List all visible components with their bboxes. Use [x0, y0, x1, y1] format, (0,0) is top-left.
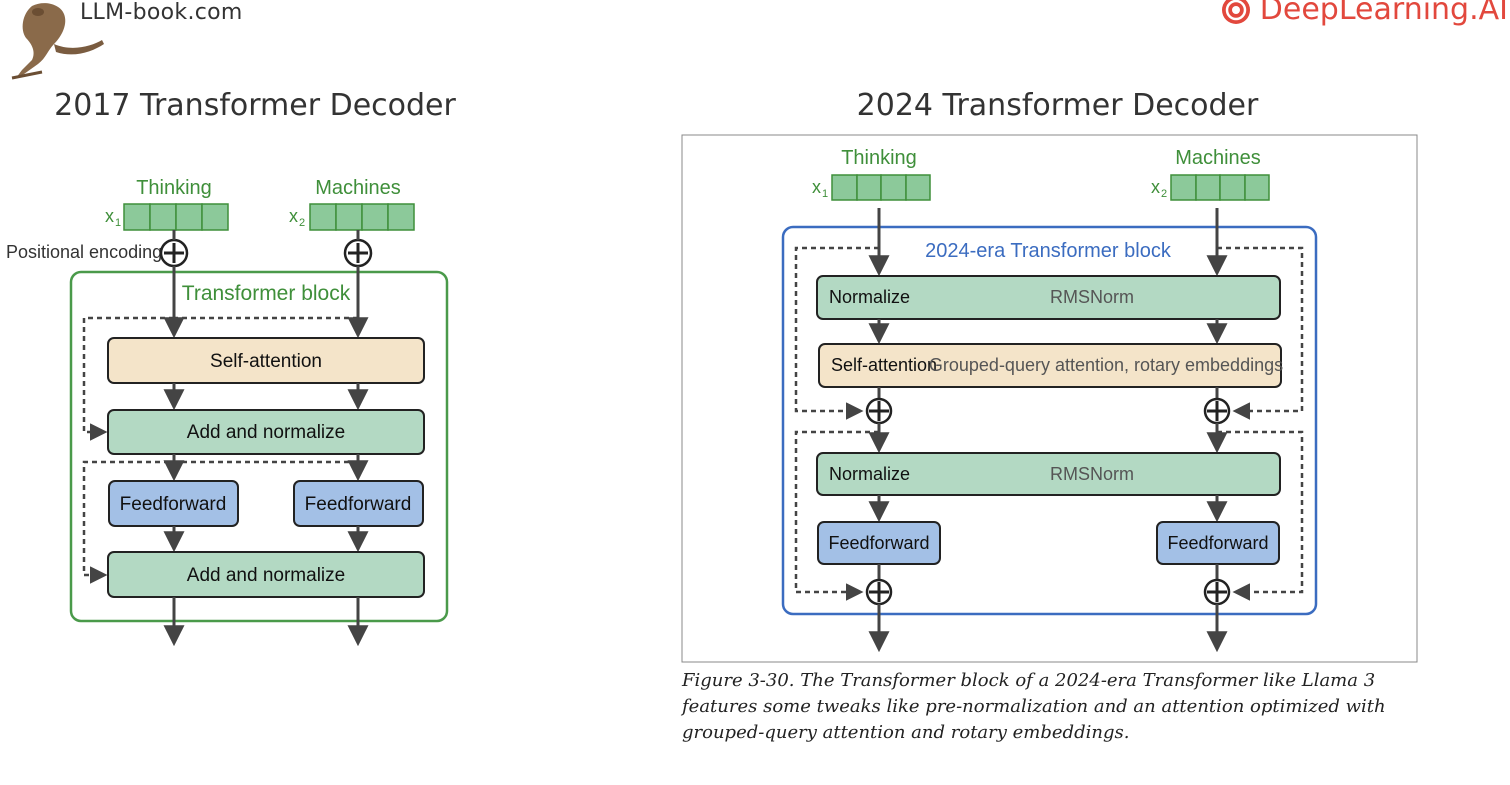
self-attention-label: Self-attention: [210, 351, 322, 372]
partner-brand: DeepLearning.AI: [1220, 0, 1508, 27]
x2-label: x: [1151, 177, 1160, 197]
site-name: LLM-book.com: [80, 0, 243, 25]
transformer-block-border: [781, 225, 1318, 616]
add-icon: [865, 397, 893, 425]
feedforward-label: Feedforward: [305, 494, 412, 515]
residual-connection: [82, 316, 174, 441]
feedforward-label: Feedforward: [120, 494, 227, 515]
x2-sub: 2: [299, 217, 305, 229]
rmsnorm-label: RMSNorm: [1050, 464, 1134, 484]
add-normalize-label: Add and normalize: [187, 422, 345, 443]
residual-connection: [794, 246, 879, 420]
figure-frame: [681, 134, 1418, 663]
x1-sub: 1: [115, 217, 121, 229]
token-machines: Machines: [315, 177, 401, 199]
figure-caption: Figure 3-30. The Transformer block of a …: [682, 670, 1386, 743]
add-icon: [865, 578, 893, 606]
transformer-block-label: Transformer block: [182, 282, 351, 305]
token-thinking: Thinking: [841, 147, 917, 169]
token-thinking: Thinking: [136, 177, 212, 199]
add-icon: [1203, 397, 1231, 425]
x1-label: x: [812, 177, 821, 197]
x1-label: x: [105, 206, 114, 226]
add-icon: [1203, 578, 1231, 606]
self-attention-label: Self-attention: [831, 355, 937, 375]
feedforward-label: Feedforward: [1167, 533, 1268, 553]
add-normalize-label: Add and normalize: [187, 565, 345, 586]
partner-name: DeepLearning.AI: [1259, 0, 1508, 27]
attention-detail-label: Grouped-query attention, rotary embeddin…: [929, 355, 1283, 375]
token-vector-1: [123, 203, 229, 231]
add-normalize-box: [107, 409, 425, 455]
token-vector-1: [831, 174, 931, 201]
add-normalize-box: [107, 551, 425, 598]
transformer-block-label: 2024-era Transformer block: [925, 240, 1172, 262]
residual-connection: [82, 460, 358, 584]
residual-connection: [794, 430, 879, 601]
right-panel-title: 2024 Transformer Decoder: [856, 88, 1259, 123]
kangaroo-logo: [11, 3, 104, 80]
token-machines: Machines: [1175, 147, 1261, 169]
self-attention-box: [818, 343, 1282, 388]
transformer-block-border: [69, 270, 449, 623]
token-vector-2: [1170, 174, 1270, 201]
x1-sub: 1: [822, 188, 828, 200]
residual-connection: [1217, 246, 1304, 420]
normalize-box: [816, 275, 1281, 320]
normalize-label: Normalize: [829, 287, 910, 307]
left-panel-title: 2017 Transformer Decoder: [54, 88, 456, 123]
positional-encoding-label: Positional encoding: [6, 242, 162, 262]
deeplearning-logo-icon: [1221, 0, 1250, 24]
token-vector-2: [309, 203, 415, 231]
rmsnorm-label: RMSNorm: [1050, 287, 1134, 307]
normalize-box: [816, 452, 1281, 496]
normalize-label: Normalize: [829, 464, 910, 484]
x2-label: x: [289, 206, 298, 226]
x2-sub: 2: [1161, 188, 1167, 200]
self-attention-box: [107, 337, 425, 384]
residual-connection: [1217, 430, 1304, 601]
feedforward-label: Feedforward: [828, 533, 929, 553]
